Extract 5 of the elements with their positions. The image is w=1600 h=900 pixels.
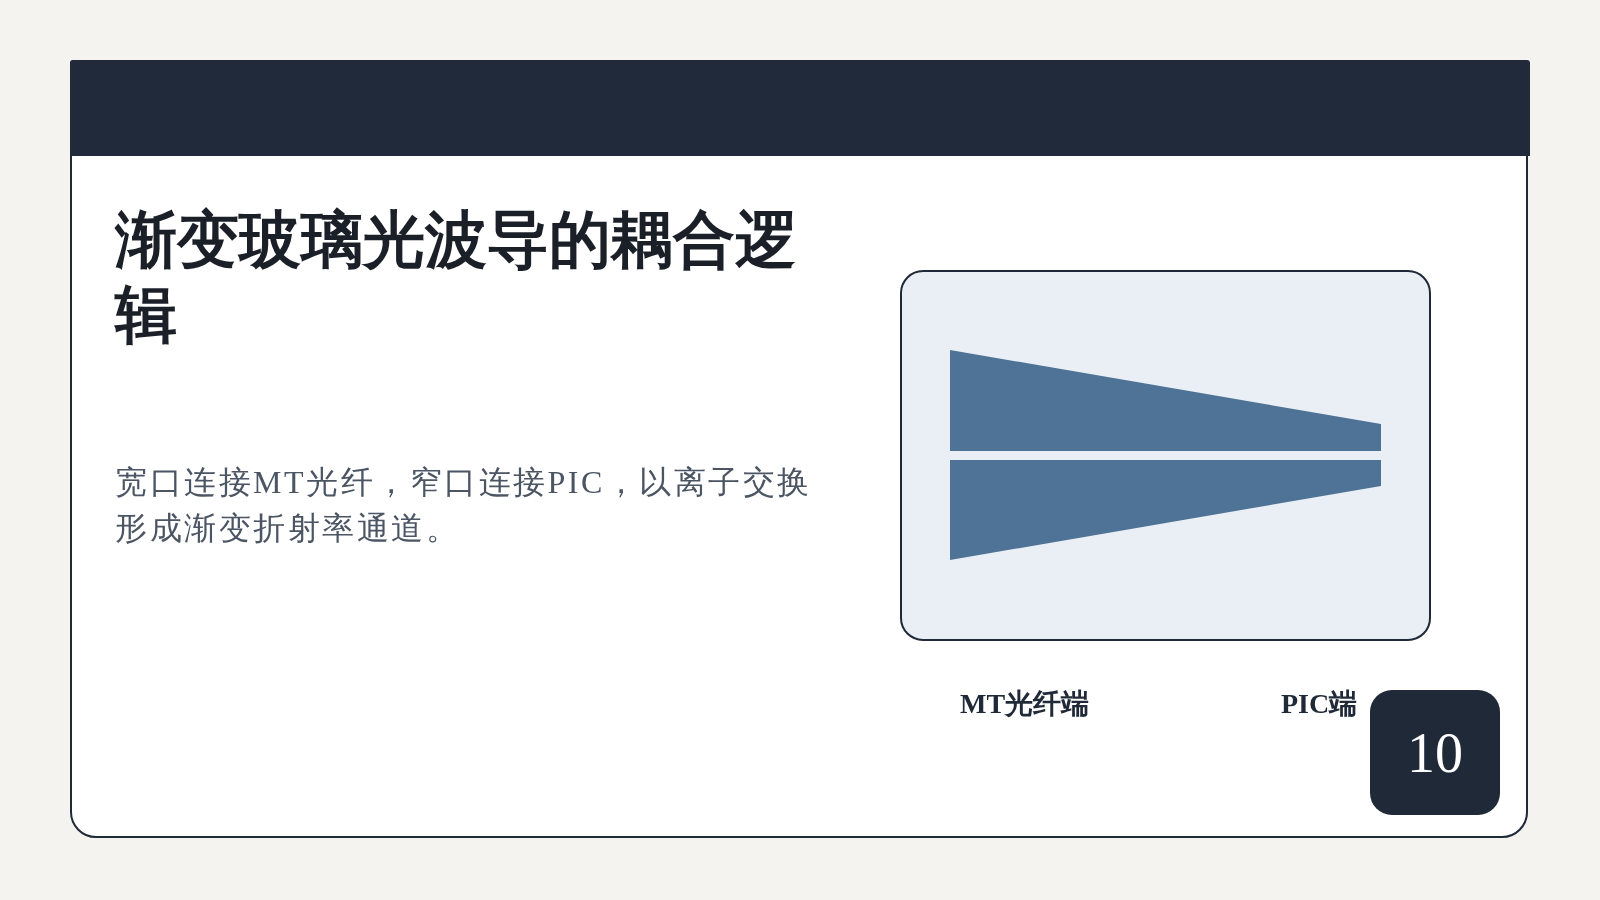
page-number: 10 bbox=[1370, 690, 1500, 815]
end-label: MT光纤端 bbox=[960, 687, 1090, 721]
body-text: 宽口连接MT光纤，窄口连接PIC，以离子交换形成渐变折射率通道。 bbox=[115, 463, 813, 548]
slide-title: 渐变玻璃光波导的耦合逻辑 bbox=[115, 205, 798, 351]
end-label: PIC端 bbox=[1281, 687, 1358, 721]
